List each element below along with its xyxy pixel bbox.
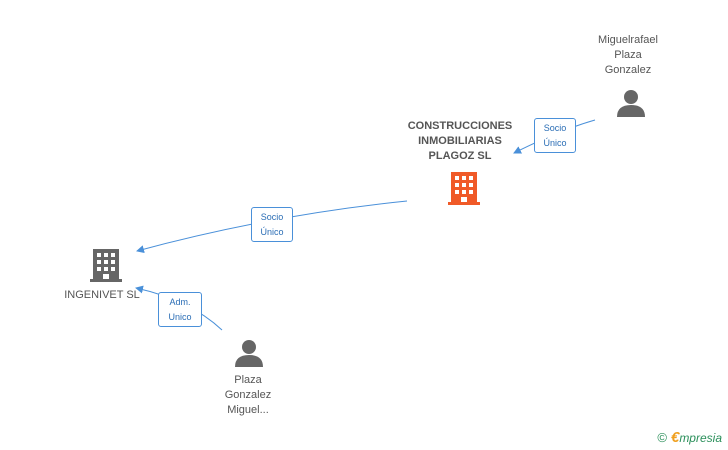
person-icon[interactable] [617, 90, 645, 117]
building-icon[interactable] [90, 249, 122, 282]
empresia-brand[interactable]: ©€mpresia [657, 429, 722, 446]
person-icon[interactable] [235, 340, 263, 367]
edge-label-adm-unico[interactable]: Adm. Unico [158, 292, 202, 327]
company-label-ingenivet[interactable]: INGENIVET SL [64, 289, 140, 301]
brand-initial: € [670, 429, 680, 446]
building-icon[interactable] [448, 172, 480, 205]
edge-label-socio-unico[interactable]: Socio Único [534, 118, 576, 153]
company-label-construcciones[interactable]: CONSTRUCCIONES INMOBILIARIAS PLAGOZ SL [407, 120, 513, 162]
copyright-symbol: © [657, 430, 667, 445]
person-label-plaza-gonzalez[interactable]: Plaza Gonzalez Miguel... [224, 374, 272, 416]
edge-label-socio-unico[interactable]: Socio Único [251, 207, 293, 242]
brand-name: mpresia [679, 431, 722, 445]
person-label-miguelrafael[interactable]: Miguelrafael Plaza Gonzalez [598, 34, 658, 76]
